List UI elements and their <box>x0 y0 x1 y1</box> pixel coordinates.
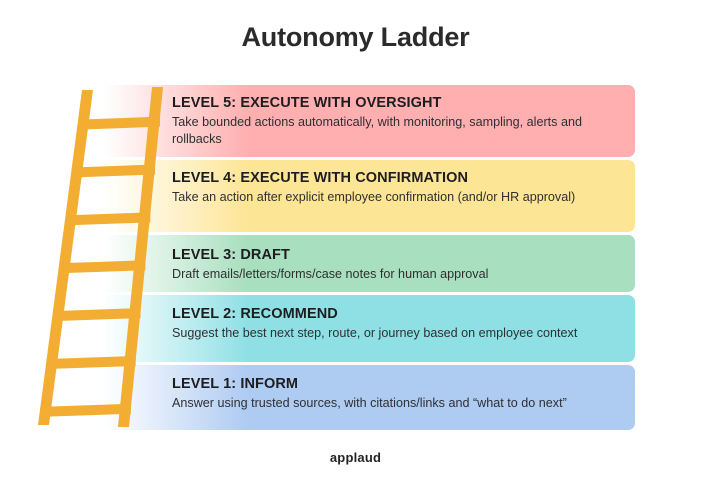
level-band-1-title: LEVEL 1: INFORM <box>172 376 299 392</box>
level-band-2[interactable]: LEVEL 2: RECOMMEND Suggest the best next… <box>98 295 635 362</box>
level-band-2-description: Suggest the best next step, route, or jo… <box>172 325 578 340</box>
level-band-4-description: Take an action after explicit employee c… <box>172 189 576 204</box>
level-band-5-description: Take bounded actions automatically, with… <box>172 114 582 146</box>
level-band-1[interactable]: LEVEL 1: INFORM Answer using trusted sou… <box>98 365 635 430</box>
level-band-3-description: Draft emails/letters/forms/case notes fo… <box>172 266 489 281</box>
level-band-3[interactable]: LEVEL 3: DRAFT Draft emails/letters/form… <box>98 235 635 292</box>
level-band-4[interactable]: LEVEL 4: EXECUTE WITH CONFIRMATION Take … <box>98 160 635 232</box>
level-band-5[interactable]: LEVEL 5: EXECUTE WITH OVERSIGHT Take bou… <box>98 85 635 157</box>
level-band-1-description: Answer using trusted sources, with citat… <box>172 395 567 410</box>
applaud-logo: applaud <box>329 450 382 465</box>
autonomy-ladder-graphic: LEVEL 5: EXECUTE WITH OVERSIGHT Take bou… <box>0 85 711 430</box>
level-band-4-title: LEVEL 4: EXECUTE WITH CONFIRMATION <box>172 170 469 186</box>
level-band-5-title: LEVEL 5: EXECUTE WITH OVERSIGHT <box>172 95 442 111</box>
page-title: Autonomy Ladder <box>241 22 470 52</box>
level-band-2-title: LEVEL 2: RECOMMEND <box>172 306 338 322</box>
level-band-3-title: LEVEL 3: DRAFT <box>172 247 290 263</box>
level-bands-group: LEVEL 5: EXECUTE WITH OVERSIGHT Take bou… <box>0 85 711 430</box>
